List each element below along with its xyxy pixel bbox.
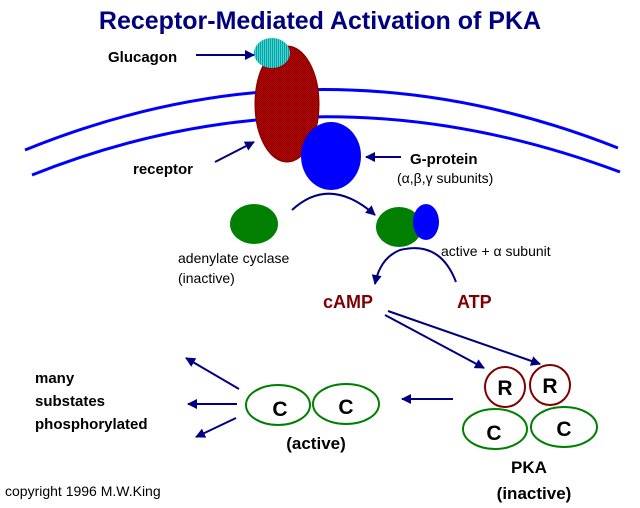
glucagon-shape: [254, 38, 290, 68]
adenylate-cyclase-label: adenylate cyclase: [178, 250, 290, 266]
pka-catalytic-subunit-1: [462, 408, 528, 450]
active-state-label: (active): [286, 434, 346, 453]
atp-to-camp-arrow: [371, 247, 457, 285]
substrate-arrow-3: [195, 417, 237, 438]
activation-curve-arrow: [291, 192, 376, 216]
adenylate-cyclase-state-label: (inactive): [178, 270, 235, 286]
receptor-label: receptor: [133, 161, 193, 178]
substrates-label-line2: substates: [35, 393, 105, 410]
pka-catalytic-subunit-2-label: C: [556, 418, 571, 441]
camp-to-r2-arrow: [387, 310, 541, 366]
g-protein-shape: [301, 122, 361, 190]
regulatory-subunit-1: [484, 366, 526, 408]
regulatory-subunit-1-label: R: [497, 377, 512, 400]
substrate-arrow-1: [185, 357, 240, 390]
substrates-label-line1: many: [35, 370, 75, 387]
copyright-text: copyright 1996 M.W.King: [5, 483, 161, 499]
active-catalytic-subunit-1: [245, 384, 311, 426]
camp-to-r1-arrow: [384, 314, 485, 369]
membrane-outer-line: [24, 88, 619, 152]
active-alpha-label: active + α subunit: [441, 243, 551, 259]
g-protein-label: G-protein: [410, 151, 478, 168]
active-catalytic-subunit-2-label: C: [338, 396, 353, 419]
pka-label: PKA: [511, 458, 547, 477]
pka-catalytic-subunit-2: [530, 406, 598, 448]
g-protein-subunits-label: (α,β,γ subunits): [397, 170, 493, 186]
camp-label: cAMP: [323, 292, 373, 312]
membrane-inner-line: [31, 115, 621, 177]
adenylate-cyclase-active-shape: [376, 207, 422, 247]
diagram-title: Receptor-Mediated Activation of PKA: [99, 7, 541, 35]
adenylate-cyclase-inactive-shape: [230, 204, 278, 244]
active-catalytic-subunit-1-label: C: [272, 398, 287, 421]
pka-catalytic-subunit-1-label: C: [486, 422, 501, 445]
regulatory-subunit-2: [529, 364, 571, 406]
active-catalytic-subunit-2: [312, 383, 380, 425]
pka-state-label: (inactive): [497, 484, 572, 503]
alpha-subunit-shape: [413, 204, 439, 240]
regulatory-subunit-2-label: R: [542, 375, 557, 398]
substrates-label-line3: phosphorylated: [35, 416, 148, 433]
atp-label: ATP: [457, 292, 492, 312]
glucagon-label: Glucagon: [108, 49, 177, 66]
receptor-arrow: [214, 141, 255, 163]
